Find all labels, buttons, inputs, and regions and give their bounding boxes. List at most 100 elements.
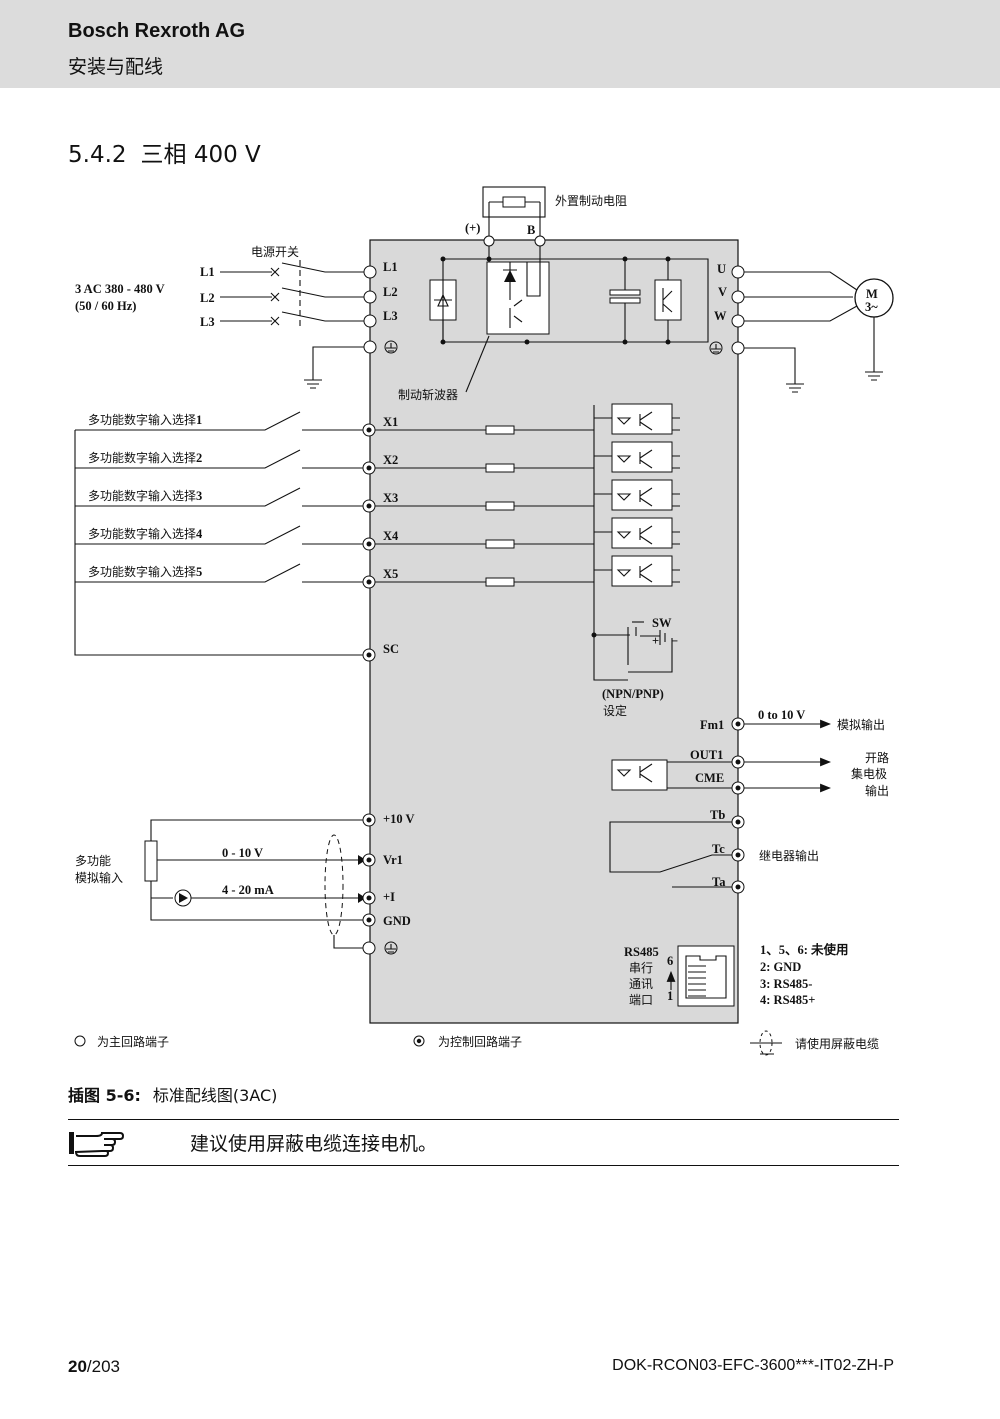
inverter-body (369, 239, 739, 1024)
terminal-l3 (363, 314, 377, 328)
terminal-x5-label: X5 (383, 567, 398, 581)
rs485-pin-1: 1 (667, 989, 673, 1003)
di-1-label: 多功能数字输入选择 (88, 412, 196, 427)
pin-note-3: 3: RS485- (760, 977, 812, 991)
current-page: 20 (68, 1357, 87, 1376)
svg-text:多功能数字输入选择1: 多功能数字输入选择1 (88, 412, 202, 427)
caption-label: 插图 5-6: (68, 1086, 141, 1105)
terminal-x4-label: X4 (383, 529, 399, 543)
legend-control-text: 为控制回路端子 (438, 1034, 522, 1049)
di-4-number: 4 (196, 527, 203, 541)
note-bottom-rule (68, 1165, 899, 1166)
relay-tb-label: Tb (710, 808, 725, 822)
line-l1: L1 (200, 265, 215, 279)
page-header: Bosch Rexroth AG 安装与配线 (0, 0, 1000, 88)
phase-w-label: W (714, 309, 727, 323)
legend-shield-text: 请使用屏蔽电缆 (795, 1036, 879, 1051)
rs485-desc-1: 串行 (629, 961, 653, 975)
di-2-number: 2 (196, 451, 202, 465)
terminal-b (534, 235, 546, 247)
svg-text:+: + (652, 634, 659, 648)
analog-input-label-1: 多功能 (75, 854, 111, 868)
resistor-symbol (502, 196, 526, 208)
analog-output-label: 模拟输出 (837, 717, 885, 732)
rs485-desc-3: 端口 (629, 993, 653, 1007)
chapter-title: 安装与配线 (68, 56, 164, 78)
note-top-rule (68, 1119, 899, 1120)
motor-3ph: 3~ (865, 300, 878, 314)
digital-input-1: 多功能数字输入选择1 X1 (75, 403, 680, 437)
di-3-number: 3 (196, 489, 202, 503)
voltage-range: 0 - 10 V (222, 846, 263, 860)
rs485-pin-6: 6 (667, 954, 673, 968)
analog-input-label-2: 模拟输入 (75, 870, 123, 885)
section-number: 5.4.2 (68, 142, 127, 168)
terminal-u (731, 265, 745, 279)
plus-label: (+) (465, 221, 480, 235)
terminal-pe-in (363, 340, 377, 354)
cme-label: CME (695, 771, 724, 785)
total-pages: /203 (86, 1357, 121, 1376)
potentiometer (144, 840, 158, 882)
phase-u-label: U (717, 262, 726, 276)
di-3-label: 多功能数字输入选择 (88, 488, 196, 503)
npn-pnp-label: (NPN/PNP) (602, 687, 664, 701)
relay-ta-label: Ta (712, 875, 726, 889)
caption-text: 标准配线图(3AC) (152, 1086, 278, 1105)
oc-output-line3: 输出 (865, 783, 889, 798)
rs485-desc-2: 通讯 (629, 977, 653, 991)
terminal-l2 (363, 290, 377, 304)
shield-ellipse (324, 834, 344, 936)
b-label: B (527, 223, 535, 237)
oc-output-line1: 开路 (865, 750, 889, 765)
current-range: 4 - 20 mA (222, 883, 274, 897)
supply-voltage: 3 AC 380 - 480 V (75, 282, 165, 296)
terminal-pe-signal (362, 941, 376, 955)
terminal-l1-label: L1 (383, 260, 398, 274)
di-5-number: 5 (196, 565, 202, 579)
pointing-hand-icon (69, 1132, 124, 1157)
pin-note-2: 2: GND (760, 960, 801, 974)
relay-tc-label: Tc (712, 842, 725, 856)
terminal-x2-label: X2 (383, 453, 398, 467)
legend-main-icon (74, 1035, 86, 1047)
terminal-pe-out (731, 341, 745, 355)
pin-note-1: 1、5、6: 未使用 (760, 942, 849, 957)
svg-text:−: − (671, 634, 678, 648)
power-switch-label: 电源开关 (251, 245, 299, 259)
motor-m: M (866, 287, 878, 301)
chopper-label: 制动斩波器 (398, 388, 458, 402)
inverter-bridge-symbol (654, 279, 682, 321)
svg-text:多功能数字输入选择4: 多功能数字输入选择4 (88, 526, 203, 541)
terminal-plus (483, 235, 495, 247)
di-4-label: 多功能数字输入选择 (88, 526, 196, 541)
supply-frequency: (50 / 60 Hz) (75, 299, 136, 313)
terminal-l1 (363, 265, 377, 279)
page-number: 20/203 (68, 1357, 120, 1377)
document-id: DOK-RCON03-EFC-3600***-IT02-ZH-P (612, 1357, 894, 1374)
terminal-l3-label: L3 (383, 309, 398, 323)
brake-chopper-symbol (486, 261, 550, 335)
out1-label: OUT1 (690, 748, 723, 762)
digital-input-2: 多功能数字输入选择2 X2 (75, 441, 680, 475)
company-name: Bosch Rexroth AG (68, 20, 246, 42)
svg-text:多功能数字输入选择2: 多功能数字输入选择2 (88, 450, 202, 465)
line-l3: L3 (200, 315, 215, 329)
figure-caption: 插图 5-6: 标准配线图(3AC) (68, 1082, 277, 1106)
rs485-label: RS485 (624, 945, 659, 959)
terminal-w (731, 314, 745, 328)
digital-input-5: 多功能数字输入选择5 X5 (75, 555, 680, 589)
npn-pnp-set: 设定 (603, 703, 627, 718)
oc-output-line2: 集电极 (851, 766, 887, 781)
fm1-label: Fm1 (700, 718, 724, 732)
brake-resistor-label: 外置制动电阻 (555, 194, 627, 208)
terminal-x1-label: X1 (383, 415, 398, 429)
terminal-sc-label: SC (383, 642, 399, 656)
sw-label: SW (652, 616, 672, 630)
di-1-number: 1 (196, 413, 202, 427)
terminal-10v-label: +10 V (383, 812, 415, 826)
digital-input-3: 多功能数字输入选择3 X3 (75, 479, 680, 513)
line-l2: L2 (200, 291, 215, 305)
fm1-range: 0 to 10 V (758, 708, 805, 722)
